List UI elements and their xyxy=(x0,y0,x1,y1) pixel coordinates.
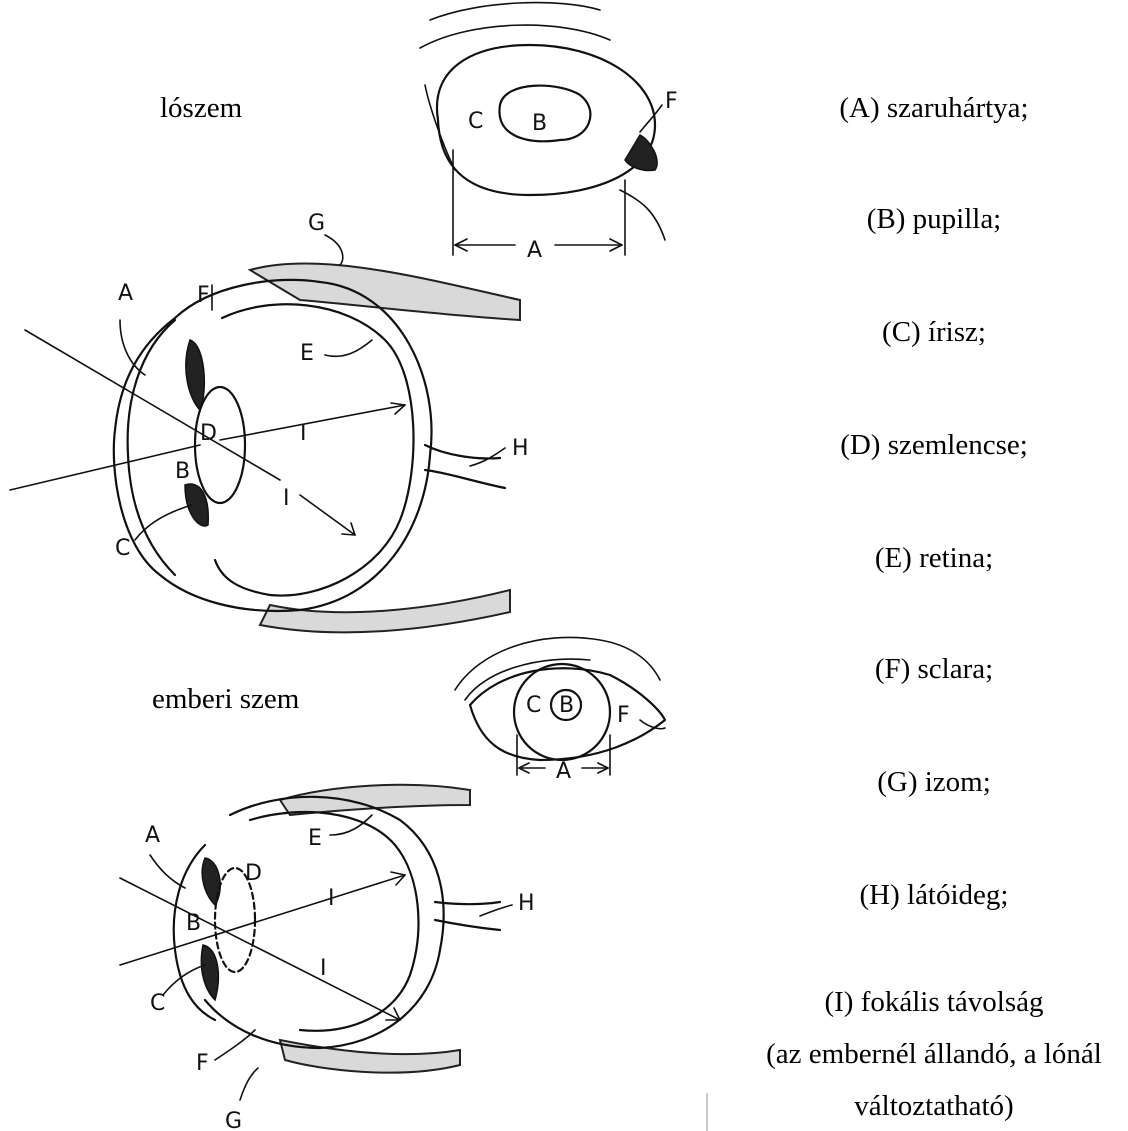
label-f-horse-section: F xyxy=(197,283,210,308)
label-g-horse-section: G xyxy=(308,211,325,236)
legend-item-h: (H) látóideg; xyxy=(740,879,1128,912)
label-a-human-front: A xyxy=(556,759,571,784)
legend-item-c: (C) írisz; xyxy=(740,316,1128,349)
label-f-horse-front: F xyxy=(665,89,678,114)
label-b-horse-front: B xyxy=(532,111,547,136)
label-c-horse-section: C xyxy=(115,536,130,561)
human-iris-lower xyxy=(201,945,218,1000)
label-a-human-section: A xyxy=(145,823,160,848)
label-i-human-section-1: I xyxy=(328,886,335,911)
label-a-horse-section: A xyxy=(118,281,133,306)
label-i-horse-section-2: I xyxy=(283,486,290,511)
label-i-horse-section-1: I xyxy=(300,421,307,446)
legend-item-f: (F) sclara; xyxy=(740,653,1128,686)
human-eye-cross-section: A D B C E I I H F G xyxy=(120,785,535,1131)
label-b-human-front: B xyxy=(559,693,574,718)
legend: (A) szaruhártya; (B) pupilla; (C) írisz;… xyxy=(740,0,1128,1131)
horse-eye-cross-section: A F G E D B C I I H xyxy=(10,211,529,632)
legend-item-i: (I) fokális távolság xyxy=(740,986,1128,1019)
label-d-human-section: D xyxy=(245,861,262,886)
legend-item-d: (D) szemlencse; xyxy=(740,429,1128,462)
label-c-human-front: C xyxy=(526,693,541,718)
label-h-horse-section: H xyxy=(512,436,529,461)
label-a-horse-front: A xyxy=(527,238,542,263)
label-b-human-section: B xyxy=(186,911,201,936)
label-i-human-section-2: I xyxy=(320,956,327,981)
label-f-human-front: F xyxy=(617,703,630,728)
label-f-human-section: F xyxy=(196,1051,209,1076)
legend-item-i-note-2: változtatható) xyxy=(740,1090,1128,1123)
legend-item-g: (G) izom; xyxy=(740,766,1128,799)
legend-item-i-note-1: (az embernél állandó, a lónál xyxy=(740,1038,1128,1071)
divider-line xyxy=(706,1093,708,1131)
label-c-horse-front: C xyxy=(468,109,483,134)
label-d-horse-section: D xyxy=(200,421,217,446)
legend-item-a: (A) szaruhártya; xyxy=(740,92,1128,125)
horse-iris-upper xyxy=(186,340,204,410)
legend-item-b: (B) pupilla; xyxy=(740,203,1128,236)
human-muscle-bottom xyxy=(280,1040,460,1073)
horse-eye-front-view: C B F A xyxy=(420,3,678,263)
human-eye-front-view: C B F A xyxy=(455,637,665,784)
legend-item-e: (E) retina; xyxy=(740,542,1128,575)
label-e-horse-section: E xyxy=(300,341,314,366)
label-h-human-section: H xyxy=(518,891,535,916)
eye-anatomy-drawings: C B F A xyxy=(0,0,740,1131)
label-b-horse-section: B xyxy=(175,459,190,484)
human-muscle-top xyxy=(280,785,470,815)
label-g-human-section: G xyxy=(225,1109,242,1131)
label-e-human-section: E xyxy=(308,826,322,851)
